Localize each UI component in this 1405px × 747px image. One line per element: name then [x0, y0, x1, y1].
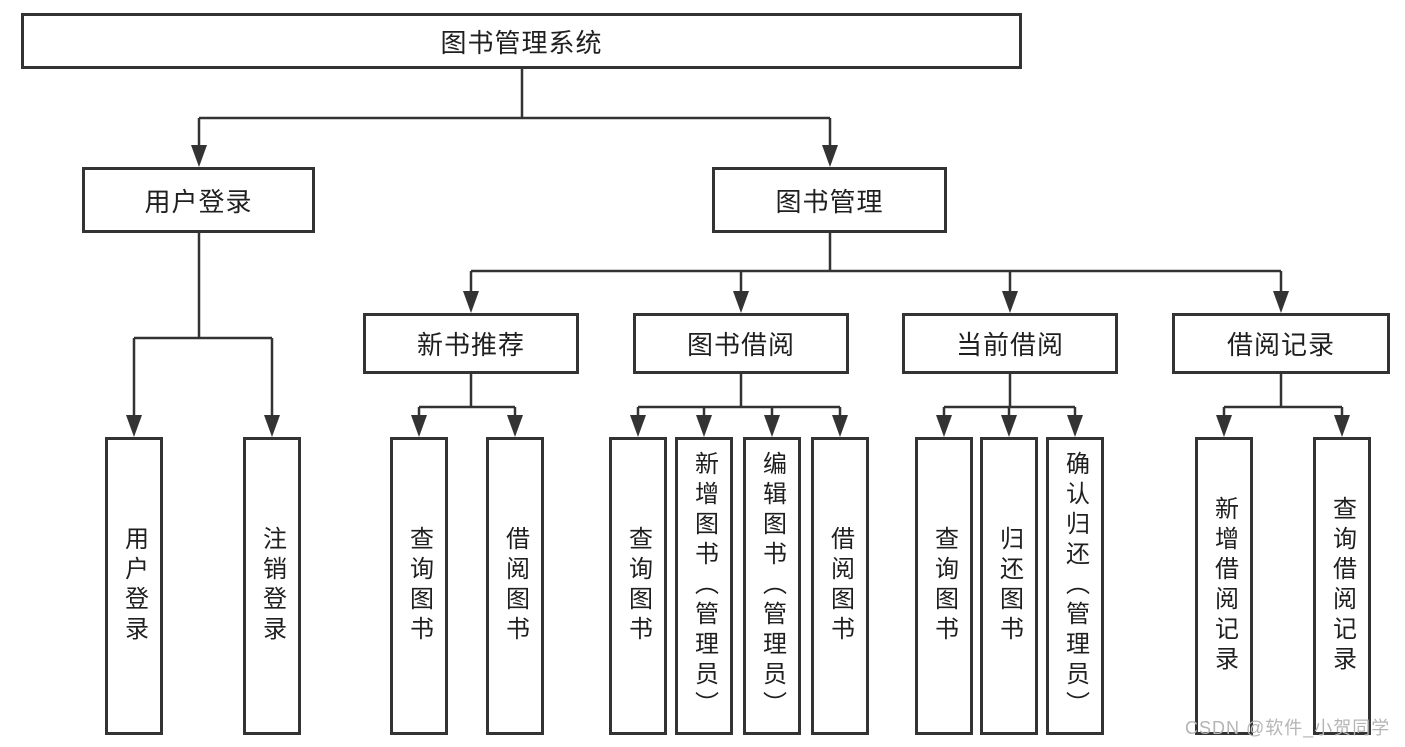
arrowhead: [1067, 415, 1083, 437]
node-leaf-user-login: 用户登录: [105, 437, 163, 735]
node-user-login-branch: 用户登录: [82, 167, 315, 233]
node-label: 查询图书: [405, 526, 433, 646]
arrowhead: [936, 415, 952, 437]
node-label: 编辑图书（管理员）: [758, 451, 786, 721]
node-leaf-query-books-current: 查询图书: [915, 437, 973, 735]
arrowhead: [264, 415, 280, 437]
arrowhead: [764, 415, 780, 437]
connector-book-borrowing-to-leaves: [630, 374, 848, 437]
connector-user-login-to-leaves: [126, 233, 280, 437]
node-leaf-add-borrow-record: 新增借阅记录: [1195, 437, 1253, 735]
arrowhead: [1002, 291, 1018, 313]
node-leaf-borrow-books-recommend: 借阅图书: [486, 437, 544, 735]
node-leaf-return-books: 归还图书: [980, 437, 1038, 735]
watermark: CSDN @软件_小贺同学: [1185, 718, 1391, 738]
arrowhead: [1216, 415, 1232, 437]
arrowhead: [1334, 415, 1350, 437]
node-leaf-add-books-admin: 新增图书（管理员）: [675, 437, 733, 735]
node-label: 注销登录: [258, 526, 286, 646]
connector-borrow-records-to-leaves: [1216, 374, 1350, 437]
arrowhead: [507, 415, 523, 437]
node-current-borrowing: 当前借阅: [902, 313, 1118, 374]
node-label: 确认归还（管理员）: [1061, 451, 1089, 721]
node-label: 借阅图书: [501, 526, 529, 646]
node-label: 新增借阅记录: [1210, 496, 1238, 676]
arrowhead: [630, 415, 646, 437]
node-label: 借阅图书: [826, 526, 854, 646]
connector-new-book-to-leaves: [411, 374, 523, 437]
node-label: 查询图书: [624, 526, 652, 646]
node-label: 图书管理系统: [440, 27, 603, 58]
connector-root-to-level2: [191, 69, 838, 167]
node-label: 图书借阅: [686, 330, 795, 360]
connector-book-management-to-level3: [463, 233, 1289, 313]
node-library-management-system: 图书管理系统: [21, 13, 1022, 69]
node-label: 归还图书: [995, 526, 1023, 646]
node-leaf-query-books-recommend: 查询图书: [390, 437, 448, 735]
arrowhead: [696, 415, 712, 437]
arrowhead: [822, 145, 838, 167]
node-label: 查询图书: [930, 526, 958, 646]
node-label: 查询借阅记录: [1328, 496, 1356, 676]
node-label: 图书管理: [775, 186, 884, 217]
node-leaf-query-borrow-record: 查询借阅记录: [1313, 437, 1371, 735]
arrowhead: [733, 291, 749, 313]
node-label: 用户登录: [144, 186, 253, 217]
node-leaf-logout-login: 注销登录: [243, 437, 301, 735]
node-label: 用户登录: [120, 526, 148, 646]
connector-current-borrowing-to-leaves: [936, 374, 1083, 437]
node-leaf-edit-books-admin: 编辑图书（管理员）: [743, 437, 801, 735]
node-label: 当前借阅: [955, 330, 1064, 360]
node-label: 借阅记录: [1226, 330, 1335, 360]
arrowhead: [191, 145, 207, 167]
node-label: 新增图书（管理员）: [690, 451, 718, 721]
node-leaf-borrow-books-borrowing: 借阅图书: [811, 437, 869, 735]
arrowhead: [1273, 291, 1289, 313]
node-new-book-recommendation: 新书推荐: [363, 313, 579, 374]
arrowhead: [832, 415, 848, 437]
node-leaf-confirm-return-admin: 确认归还（管理员）: [1046, 437, 1104, 735]
node-leaf-query-books-borrowing: 查询图书: [609, 437, 667, 735]
arrowhead: [1001, 415, 1017, 437]
arrowhead: [411, 415, 427, 437]
node-book-borrowing: 图书借阅: [633, 313, 849, 374]
node-label: 新书推荐: [416, 330, 525, 360]
node-borrowing-records: 借阅记录: [1172, 313, 1390, 374]
node-book-management-branch: 图书管理: [712, 167, 947, 233]
arrowhead: [126, 415, 142, 437]
arrowhead: [463, 291, 479, 313]
